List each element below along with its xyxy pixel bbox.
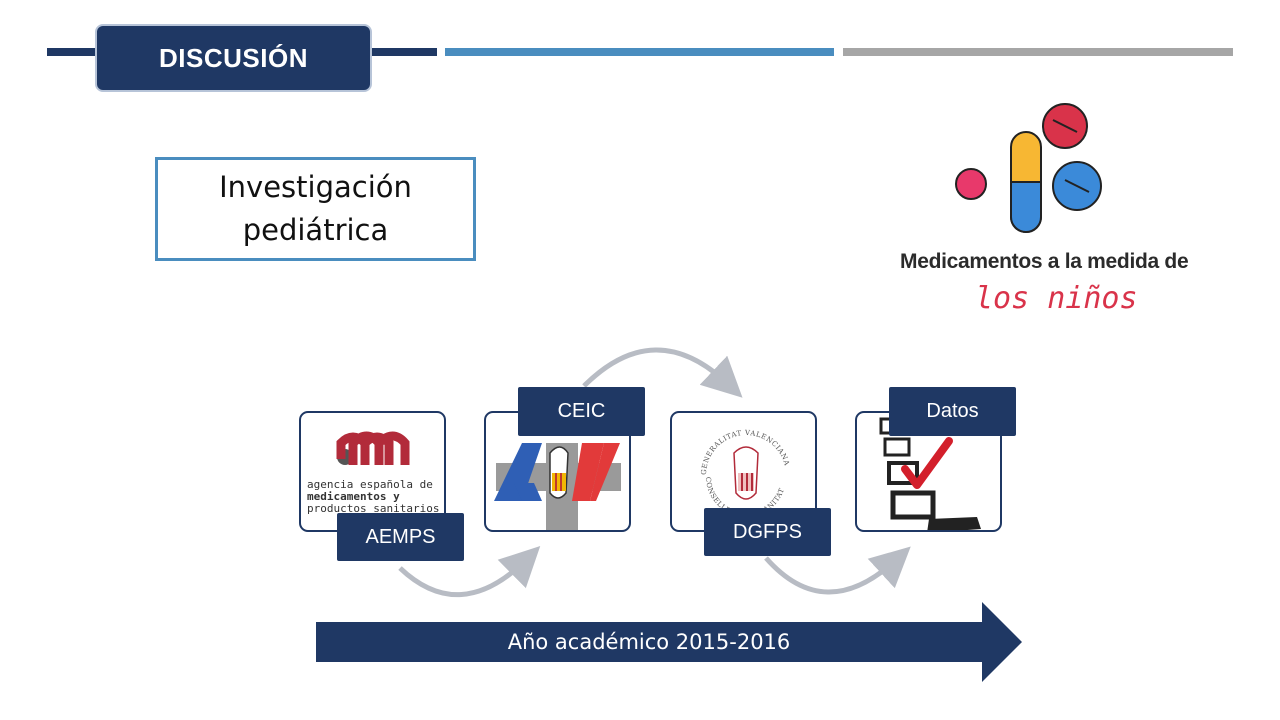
label-ceic: CEIC <box>518 387 645 436</box>
pill-red-small <box>955 168 987 200</box>
label-dgfps: DGFPS <box>704 508 831 556</box>
arrow-dgfps-datos <box>764 546 911 595</box>
logo-handwritten-text: los niños <box>975 281 1138 316</box>
label-datos: Datos <box>889 387 1016 436</box>
pill-capsule <box>1010 131 1042 233</box>
ceic-logo <box>494 443 621 530</box>
topic-line-1: Investigación <box>219 169 412 204</box>
medicamentos-ninos-logo: los niños <box>955 103 1138 316</box>
timeline-label: Año académico 2015-2016 <box>507 630 791 654</box>
header-bar-blue <box>445 48 834 56</box>
aemps-logo-text: agencia española de medicamentos y produ… <box>307 478 444 515</box>
logo-caption: Medicamentos a la medida de <box>900 250 1189 273</box>
arrow-ceic-dgfps <box>582 347 743 398</box>
aemps-text-3: productos sanitarios <box>307 502 440 515</box>
timeline-arrow <box>316 602 1022 682</box>
pill-red-large <box>1042 103 1088 149</box>
arrow-aemps-ceic <box>398 545 541 598</box>
header-bar-gray <box>843 48 1233 56</box>
section-title: DISCUSIÓN <box>95 24 372 92</box>
topic-line-2: pediátrica <box>242 213 389 247</box>
pill-blue <box>1052 161 1102 211</box>
label-aemps: AEMPS <box>337 513 464 561</box>
aemps-text-1: agencia española de <box>307 478 433 491</box>
aemps-text-2: medicamentos y <box>307 490 400 503</box>
topic-box: Investigación pediátrica <box>155 157 476 261</box>
aemps-logo <box>336 431 410 465</box>
